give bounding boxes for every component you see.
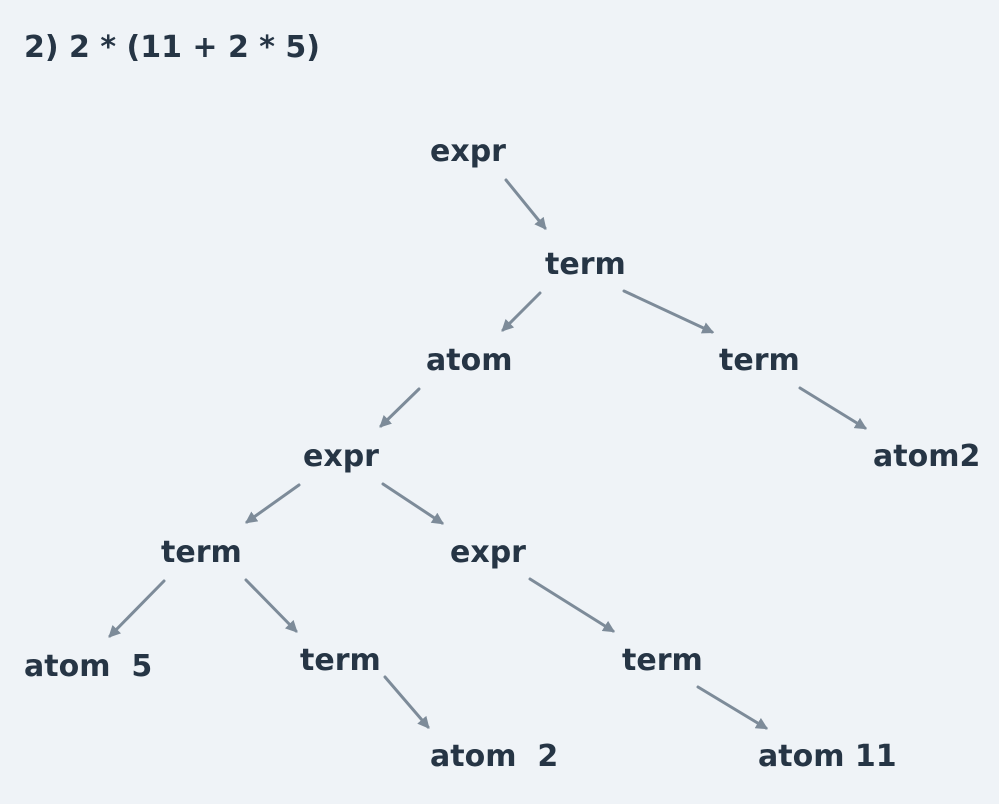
edge-expr-expr-right [381, 482, 445, 525]
node-term-1: term [545, 247, 626, 282]
node-expr-2: expr [303, 439, 379, 474]
edge-atom-expr [379, 387, 421, 428]
node-term-4: term [300, 643, 381, 678]
node-atom-11: atom 11 [758, 739, 897, 774]
node-atom-2: atom 2 [430, 739, 559, 774]
edge-term-atom-eleven [696, 685, 769, 730]
edge-term-atom2 [798, 386, 868, 430]
edge-expr-term-left [245, 483, 301, 524]
edge-expr-term-lower [528, 577, 616, 633]
edge-term-atom-two [383, 675, 430, 729]
node-atom-1: atom [426, 343, 513, 378]
node-atom2: atom2 [873, 439, 981, 474]
page-title: 2) 2 * (11 + 2 * 5) [24, 30, 321, 65]
edge-term-atom5 [108, 579, 166, 638]
edge-term-atom [501, 291, 542, 332]
node-term-2: term [719, 343, 800, 378]
node-term-5: term [622, 643, 703, 678]
edge-term-term-lower [244, 578, 298, 633]
edge-term-term [622, 289, 715, 334]
edge-expr-term [504, 178, 547, 230]
node-expr-3: expr [450, 535, 526, 570]
node-expr-root: expr [430, 134, 506, 169]
node-term-3: term [161, 535, 242, 570]
node-atom-5: atom 5 [24, 649, 153, 684]
